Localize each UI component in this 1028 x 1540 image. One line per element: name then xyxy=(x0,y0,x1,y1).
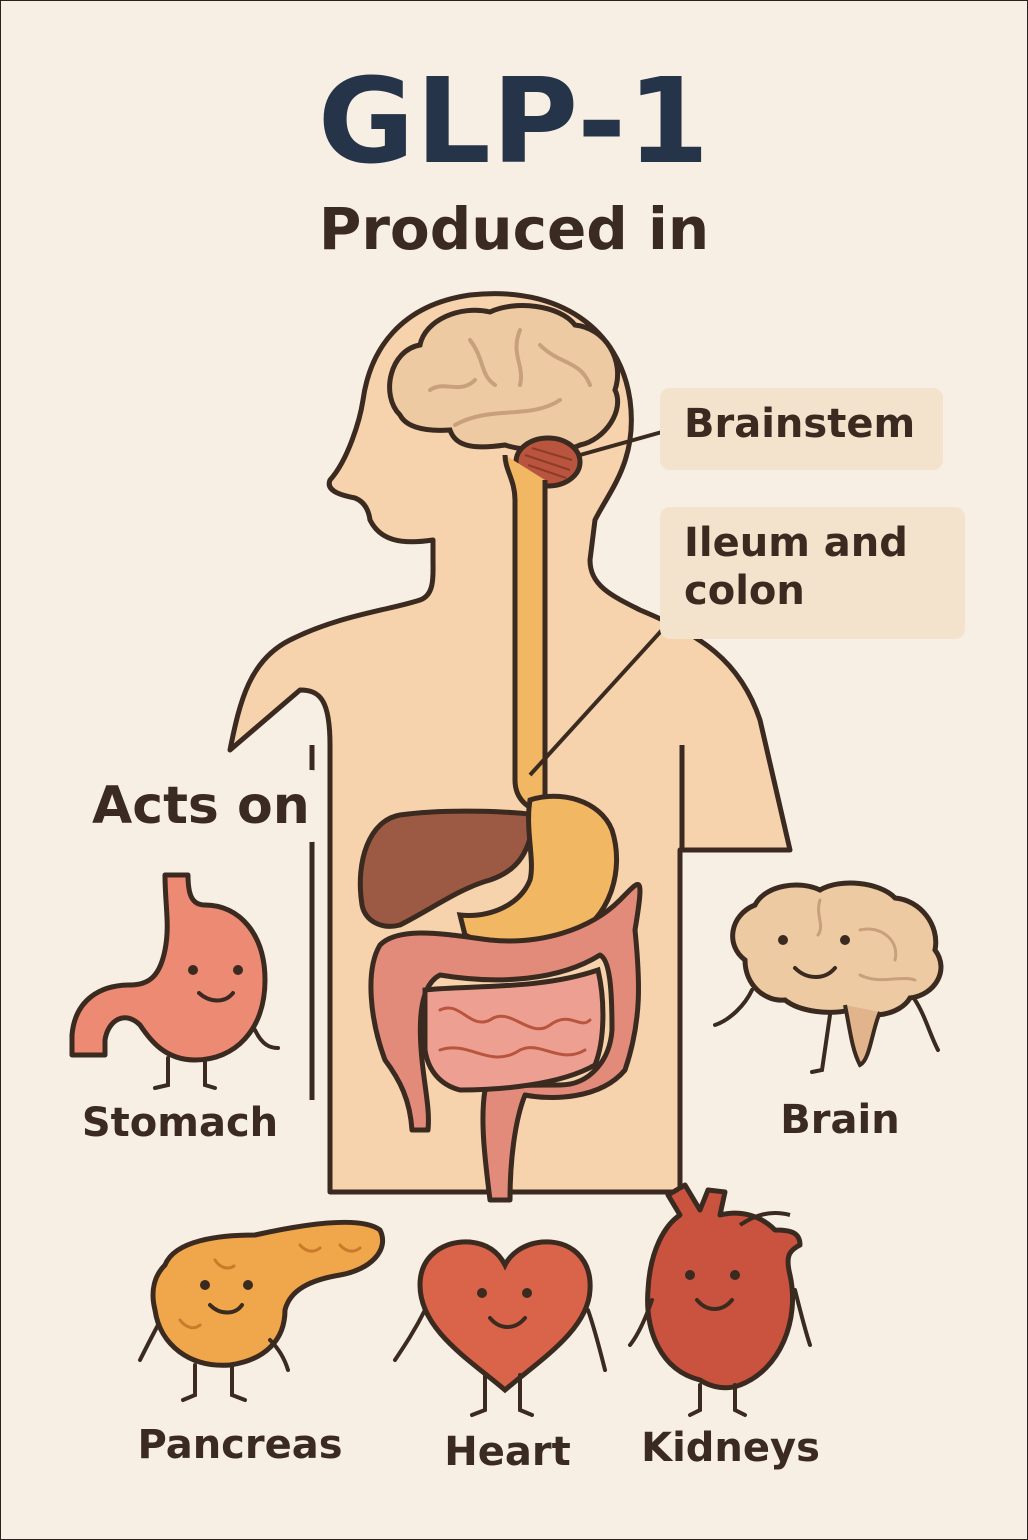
stomach-character-icon xyxy=(69,872,280,1090)
head-brain-icon xyxy=(387,303,621,454)
page-title: GLP-1 xyxy=(317,52,711,190)
produced-in-heading: Produced in xyxy=(318,195,710,263)
ileum-leader-line xyxy=(528,628,664,777)
label-heart: Heart xyxy=(444,1429,571,1475)
acts-on-heading: Acts on xyxy=(80,770,322,842)
label-pancreas: Pancreas xyxy=(137,1422,343,1468)
label-kidneys: Kidneys xyxy=(641,1425,820,1471)
brain-character-icon xyxy=(713,880,944,1074)
label-brain: Brain xyxy=(780,1097,900,1143)
small-intestine-icon xyxy=(422,966,606,1093)
pancreas-character-icon xyxy=(138,1219,386,1402)
heart-character-icon xyxy=(393,1239,607,1417)
kidneys-character-icon xyxy=(628,1182,812,1417)
brainstem-leader-line xyxy=(579,430,663,457)
label-brainstem: Brainstem xyxy=(660,388,943,470)
label-stomach: Stomach xyxy=(81,1100,279,1146)
label-ileum-and-colon: Ileum and colon xyxy=(660,507,965,639)
